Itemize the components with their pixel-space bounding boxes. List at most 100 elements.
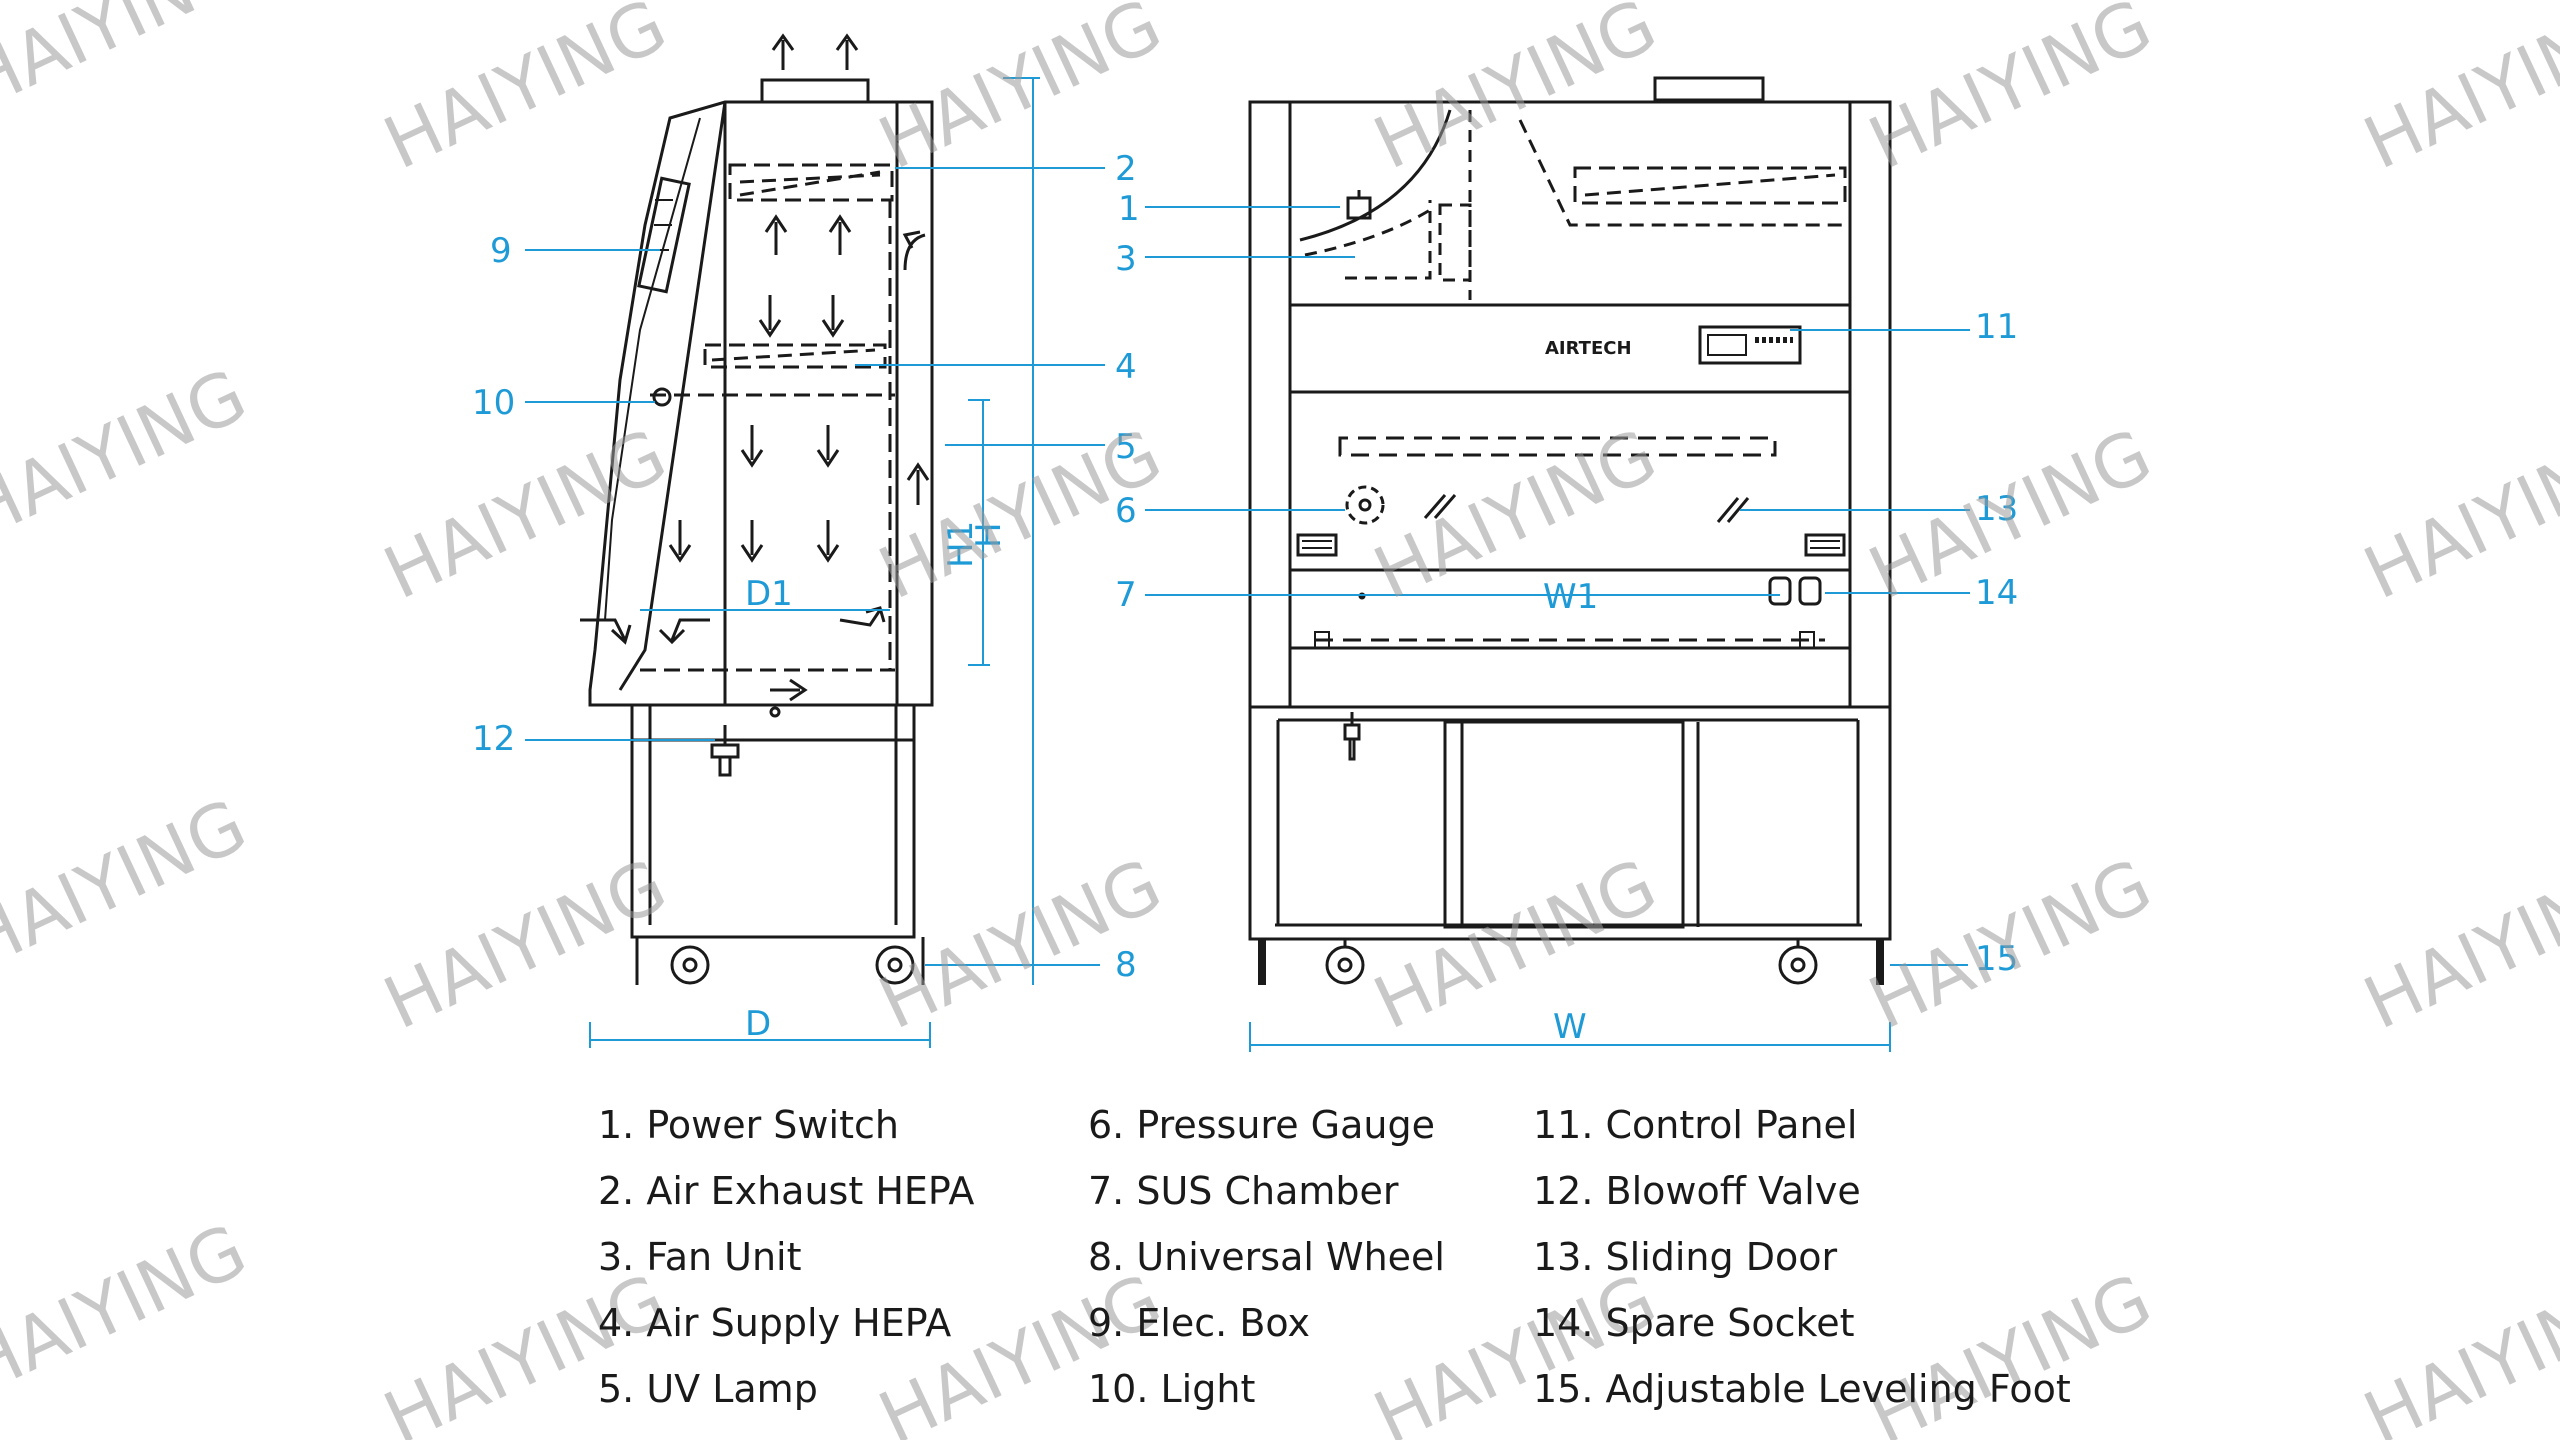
legend-item: 11. Control Panel [1533,1103,1858,1147]
airflow-down-arrow-icon [740,425,764,468]
watermark-text: HAIYING [0,1208,259,1411]
legend-item: 2. Air Exhaust HEPA [598,1169,975,1213]
legend-item: 4. Air Supply HEPA [598,1301,952,1345]
watermark-text: HAIYING [0,0,259,125]
watermark-text: HAIYING [1362,843,1669,1046]
callout-numbers: 1 2 3 4 5 6 7 8 9 10 11 12 13 14 15 [472,149,2018,985]
airflow-up-arrow-icon [906,462,930,505]
callout-13: 13 [1975,489,2018,529]
front-blowoff-valve-icon [1343,712,1361,761]
side-stand-frame [630,703,916,939]
callout-leaders [525,167,1970,966]
legend-item: 10. Light [1088,1367,1256,1411]
legend-item: 13. Sliding Door [1533,1235,1838,1279]
callout-9: 9 [490,231,512,271]
side-cabinet-body [588,100,934,707]
front-exhaust-outlet [1653,76,1765,102]
airflow-right-arrow-icon [770,678,808,702]
legend-item: 6. Pressure Gauge [1088,1103,1435,1147]
legend-column-3: 11. Control Panel 12. Blowoff Valve 13. … [1533,1092,2071,1422]
dimension-lines [589,77,1891,1052]
sliding-door-mark-icon [1423,494,1457,519]
side-supply-hepa [703,343,887,369]
callout-2: 2 [1115,149,1137,189]
airflow-up-arrow-icon [764,214,788,255]
legend-column-1: 1. Power Switch 2. Air Exhaust HEPA 3. F… [598,1092,974,1422]
callout-12: 12 [472,719,515,759]
legend-item: 14. Spare Socket [1533,1301,1855,1345]
sliding-door-mark-icon [1716,497,1750,523]
side-light-icon [652,387,672,407]
watermark-text: HAIYING [2352,413,2560,616]
callout-6: 6 [1115,491,1137,531]
watermark-text: HAIYING [1857,0,2164,185]
dim-h-label: H [969,522,1009,548]
dim-d1-label: D1 [745,574,793,614]
airflow-down-arrow-icon [816,425,840,468]
callout-8: 8 [1115,945,1137,985]
pressure-gauge-icon [1345,485,1385,525]
watermark-text: HAIYING [2352,0,2560,185]
side-universal-wheel-icon [875,945,915,985]
dim-d-label: D [745,1004,771,1044]
front-universal-wheel-icon [1778,945,1818,985]
front-vent-left [1296,533,1338,557]
brand-label: AIRTECH [1545,338,1632,359]
callout-15: 15 [1975,939,2018,979]
callout-1: 1 [1118,189,1140,229]
watermark-text: HAIYING [2352,1258,2560,1440]
airflow-down-arrow-icon [821,295,845,338]
callout-4: 4 [1115,347,1137,387]
spare-socket-icon [1798,576,1822,606]
front-vent-right [1804,533,1846,557]
dim-w1-label: W1 [1543,577,1598,617]
airflow-return-arrow-icon [658,618,710,645]
legend-item: 15. Adjustable Leveling Foot [1533,1367,2071,1411]
spare-socket-icon [1768,576,1792,606]
front-stand-frame [1248,705,1892,941]
watermark-text: HAIYING [1362,413,1669,616]
legend-item: 7. SUS Chamber [1088,1169,1399,1213]
side-exhaust-outlet [760,78,870,104]
callout-7: 7 [1115,575,1137,615]
watermark-text: HAIYING [0,353,259,556]
front-view [1248,76,1892,985]
airflow-up-arrow-icon [828,214,852,255]
legend-item: 5. UV Lamp [598,1367,818,1411]
callout-5: 5 [1115,427,1137,467]
airflow-return-arrow-icon [580,618,632,645]
legend-item: 12. Blowoff Valve [1533,1169,1861,1213]
front-exhaust-hepa [1573,166,1847,205]
airflow-down-arrow-icon [668,520,692,563]
legend-item: 3. Fan Unit [598,1235,802,1279]
dimension-labels: D W D1 W1 H H1 [745,521,1598,1047]
front-uv-lamp [1338,436,1777,457]
legend-item: 8. Universal Wheel [1088,1235,1445,1279]
front-cabinet-door [1443,720,1685,929]
airflow-down-arrow-icon [740,520,764,563]
watermark-text: HAIYING [372,0,679,185]
legend-item: 1. Power Switch [598,1103,899,1147]
watermark-text: HAIYING [1857,843,2164,1046]
watermark-text: HAIYING [0,783,259,986]
control-panel [1698,325,1802,365]
airflow-down-arrow-icon [816,520,840,563]
side-view [580,33,934,985]
side-exhaust-hepa [728,163,894,202]
dim-h1-label: H1 [941,521,981,568]
side-elec-box [637,176,691,294]
callout-10: 10 [472,383,515,423]
airflow-down-arrow-icon [758,295,782,338]
side-blowoff-valve-icon [710,725,740,777]
callout-3: 3 [1115,239,1137,279]
watermark-text: HAIYING [2352,843,2560,1046]
dim-w-label: W [1553,1007,1587,1047]
front-universal-wheel-icon [1325,945,1365,985]
side-exhaust-arrow-icon [835,33,859,70]
watermark-text: HAIYING [372,843,679,1046]
legend-item: 9. Elec. Box [1088,1301,1310,1345]
callout-14: 14 [1975,573,2018,613]
watermark-text: HAIYING [1362,0,1669,185]
front-fan-unit [1299,109,1452,242]
